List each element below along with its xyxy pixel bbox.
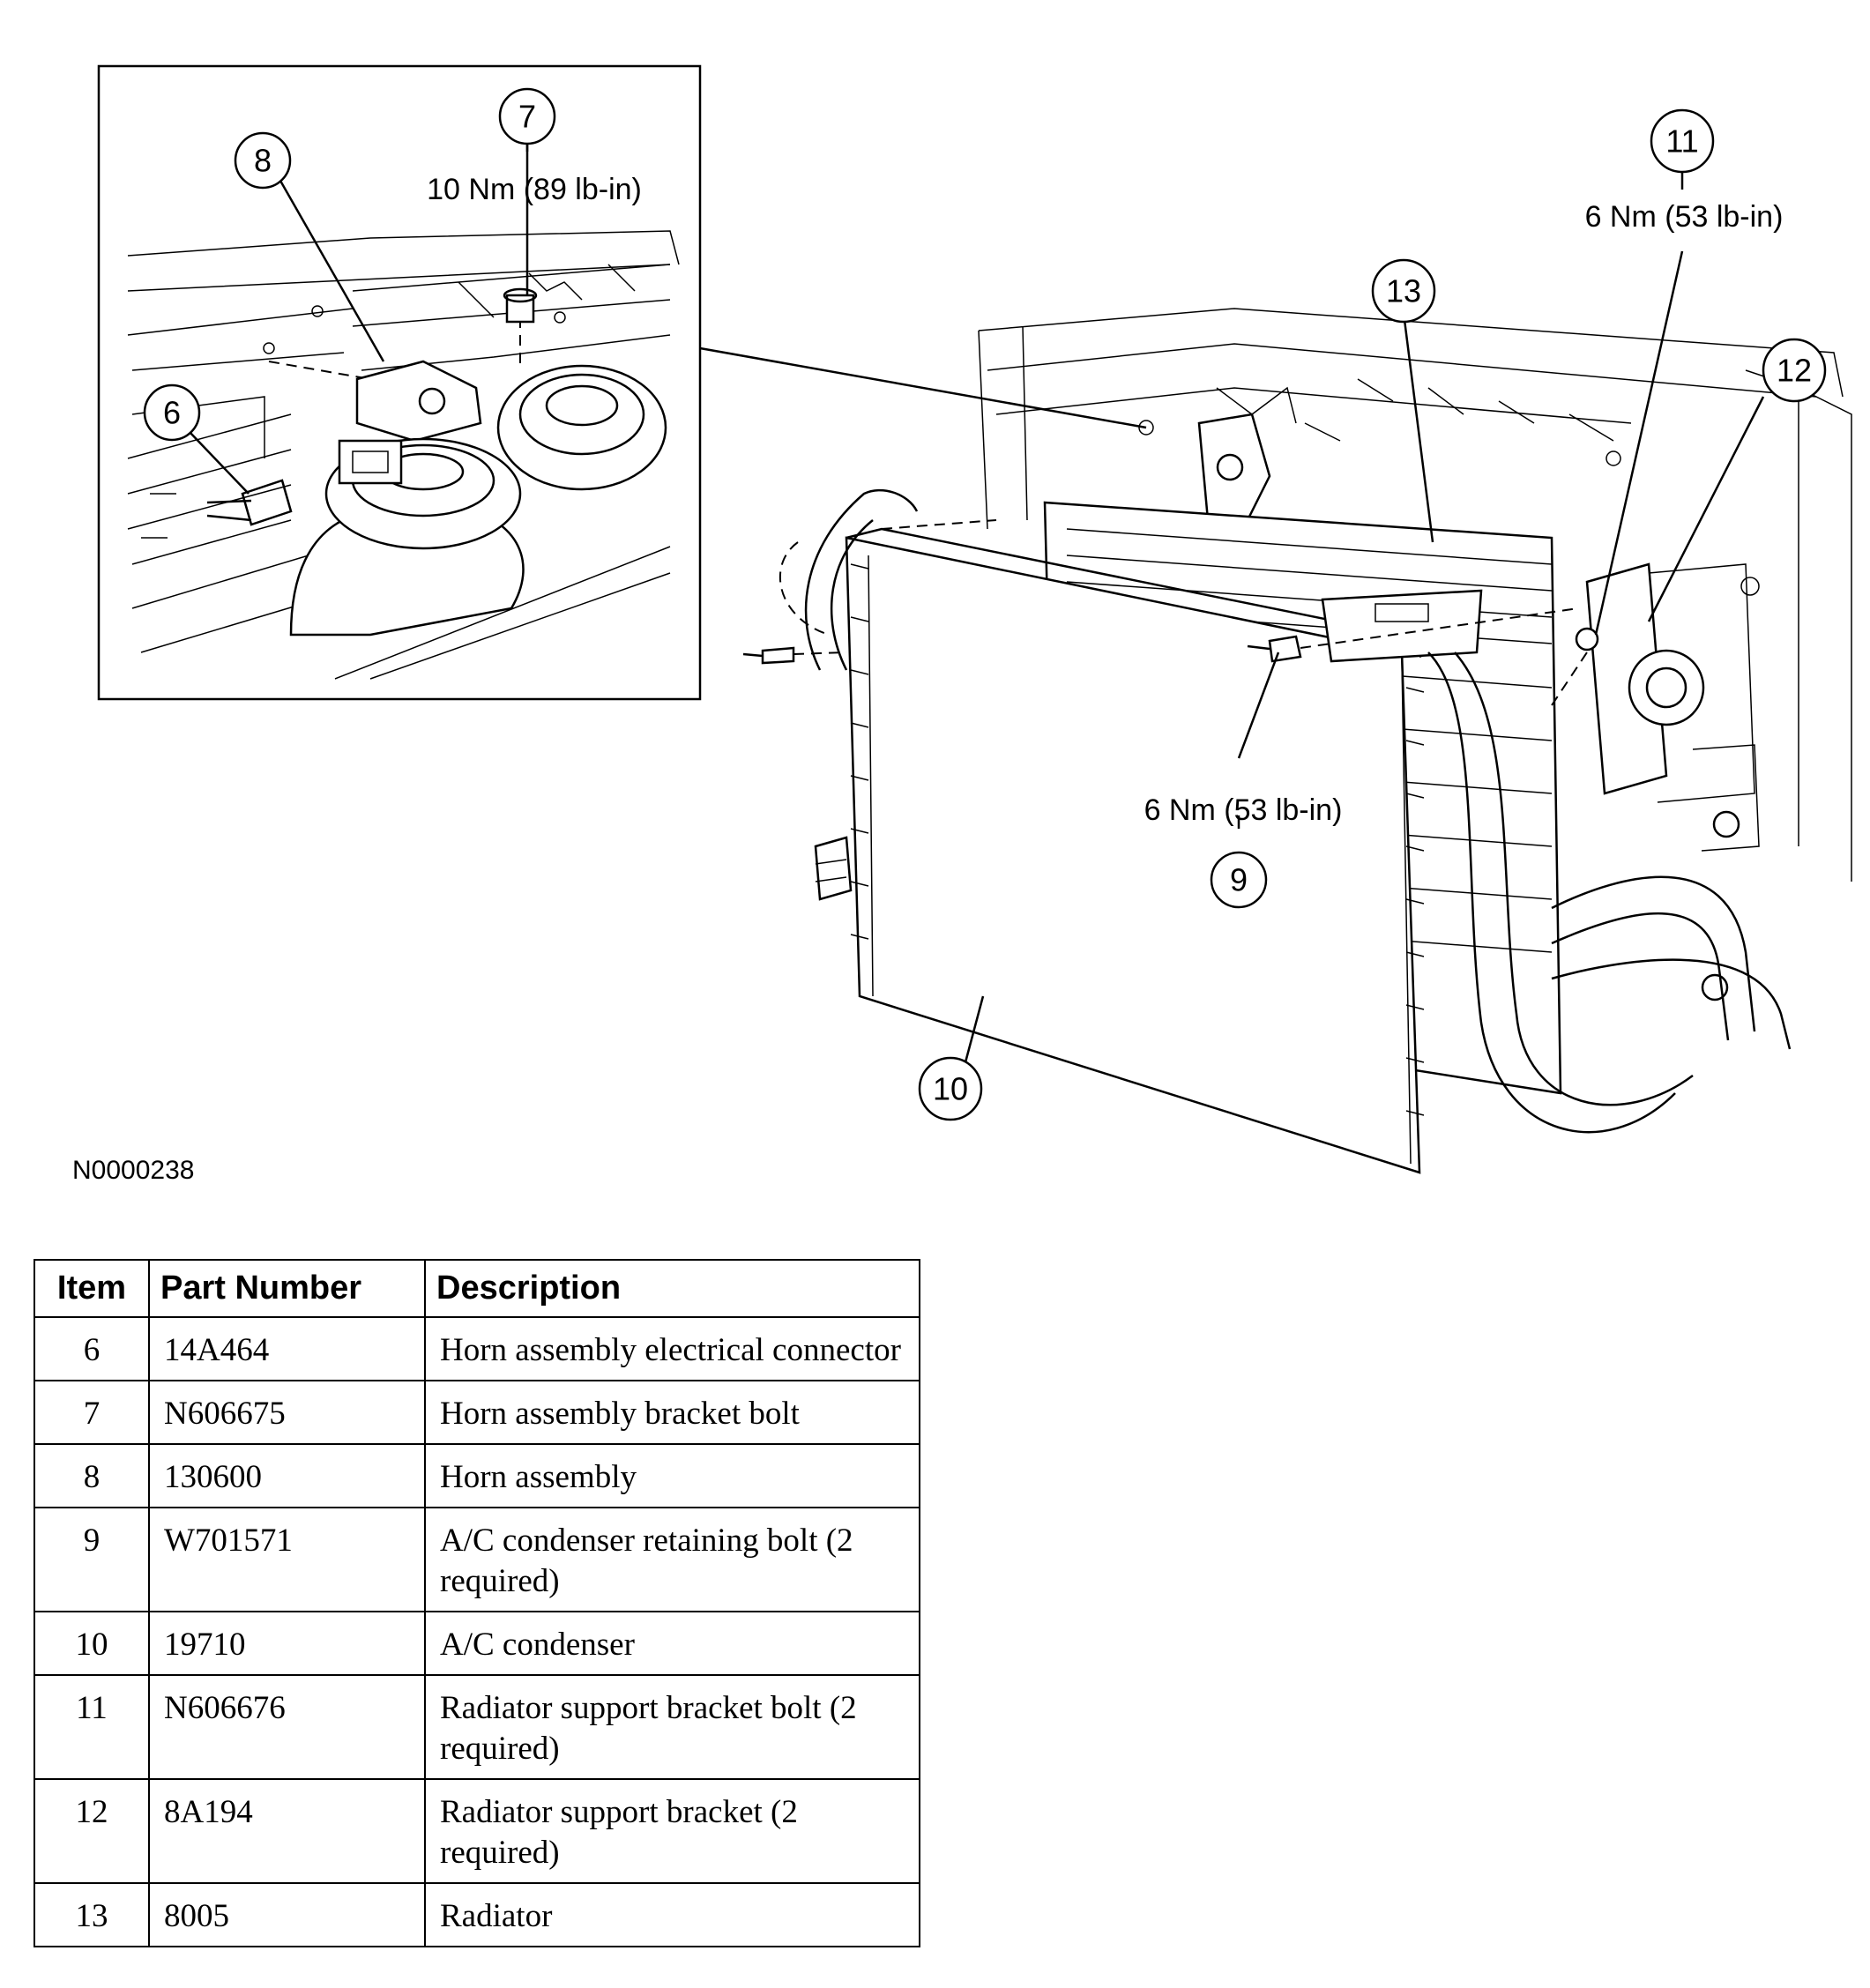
item-cell: 11 [34,1674,150,1780]
figure-id: N0000238 [72,1156,194,1185]
part-number-cell: 130600 [148,1443,426,1508]
table-row: 13 8005 Radiator [34,1882,920,1947]
part-number-cell: N606676 [148,1674,426,1780]
item-cell: 8 [34,1443,150,1508]
callout-13: 13 [1371,258,1436,324]
table-row: 11 N606676 Radiator support bracket bolt… [34,1674,920,1780]
torque-spec-7: 10 Nm (89 lb-in) [427,173,642,206]
part-number-cell: W701571 [148,1507,426,1612]
callout-12-label: 12 [1777,353,1812,389]
column-header-part-number: Part Number [148,1259,426,1318]
parts-table: Item Part Number Description 6 14A464 Ho… [34,1259,920,1947]
item-cell: 12 [34,1778,150,1884]
part-number-cell: N606675 [148,1380,426,1445]
torque-spec-11: 6 Nm (53 lb-in) [1585,200,1784,234]
table-row: 9 W701571 A/C condenser retaining bolt (… [34,1507,920,1612]
part-number-cell: 19710 [148,1611,426,1676]
callout-11-label: 11 [1665,123,1698,160]
callout-8-label: 8 [254,143,272,179]
part-number-cell: 14A464 [148,1316,426,1381]
table-row: 7 N606675 Horn assembly bracket bolt [34,1380,920,1445]
description-cell: Horn assembly bracket bolt [424,1380,920,1445]
callout-6-label: 6 [163,395,181,431]
torque-spec-9: 6 Nm (53 lb-in) [1144,793,1343,827]
callout-7-label: 7 [518,99,536,135]
description-cell: A/C condenser [424,1611,920,1676]
table-header-row: Item Part Number Description [34,1259,920,1318]
description-cell: Horn assembly electrical connector [424,1316,920,1381]
table-row: 12 8A194 Radiator support bracket (2 req… [34,1778,920,1884]
part-number-cell: 8005 [148,1882,426,1947]
table-row: 10 19710 A/C condenser [34,1611,920,1676]
callout-13-label: 13 [1386,273,1421,309]
description-cell: Horn assembly [424,1443,920,1508]
callout-11: 11 [1650,108,1715,174]
description-cell: A/C condenser retaining bolt (2 required… [424,1507,920,1612]
callout-12: 12 [1762,338,1827,403]
item-cell: 7 [34,1380,150,1445]
table-row: 6 14A464 Horn assembly electrical connec… [34,1316,920,1381]
description-cell: Radiator support bracket bolt (2 require… [424,1674,920,1780]
callout-7: 7 [498,87,556,145]
callout-10: 10 [918,1056,983,1121]
callout-9-label: 9 [1230,862,1248,898]
callout-9: 9 [1210,851,1268,909]
horn-detail-inset [97,64,1147,701]
item-cell: 6 [34,1316,150,1381]
item-cell: 10 [34,1611,150,1676]
description-cell: Radiator support bracket (2 required) [424,1778,920,1884]
radiator-condenser-assembly [525,132,1852,1174]
callout-6: 6 [143,383,201,442]
table-row: 8 130600 Horn assembly [34,1443,920,1508]
part-number-cell: 8A194 [148,1778,426,1884]
column-header-description: Description [424,1259,920,1318]
column-header-item: Item [34,1259,150,1318]
callout-8: 8 [234,131,292,190]
item-cell: 13 [34,1882,150,1947]
exploded-view-drawing: 6 7 8 9 10 11 12 13 10 N [72,64,1852,1185]
callout-10-label: 10 [933,1071,968,1107]
description-cell: Radiator [424,1882,920,1947]
item-cell: 9 [34,1507,150,1612]
